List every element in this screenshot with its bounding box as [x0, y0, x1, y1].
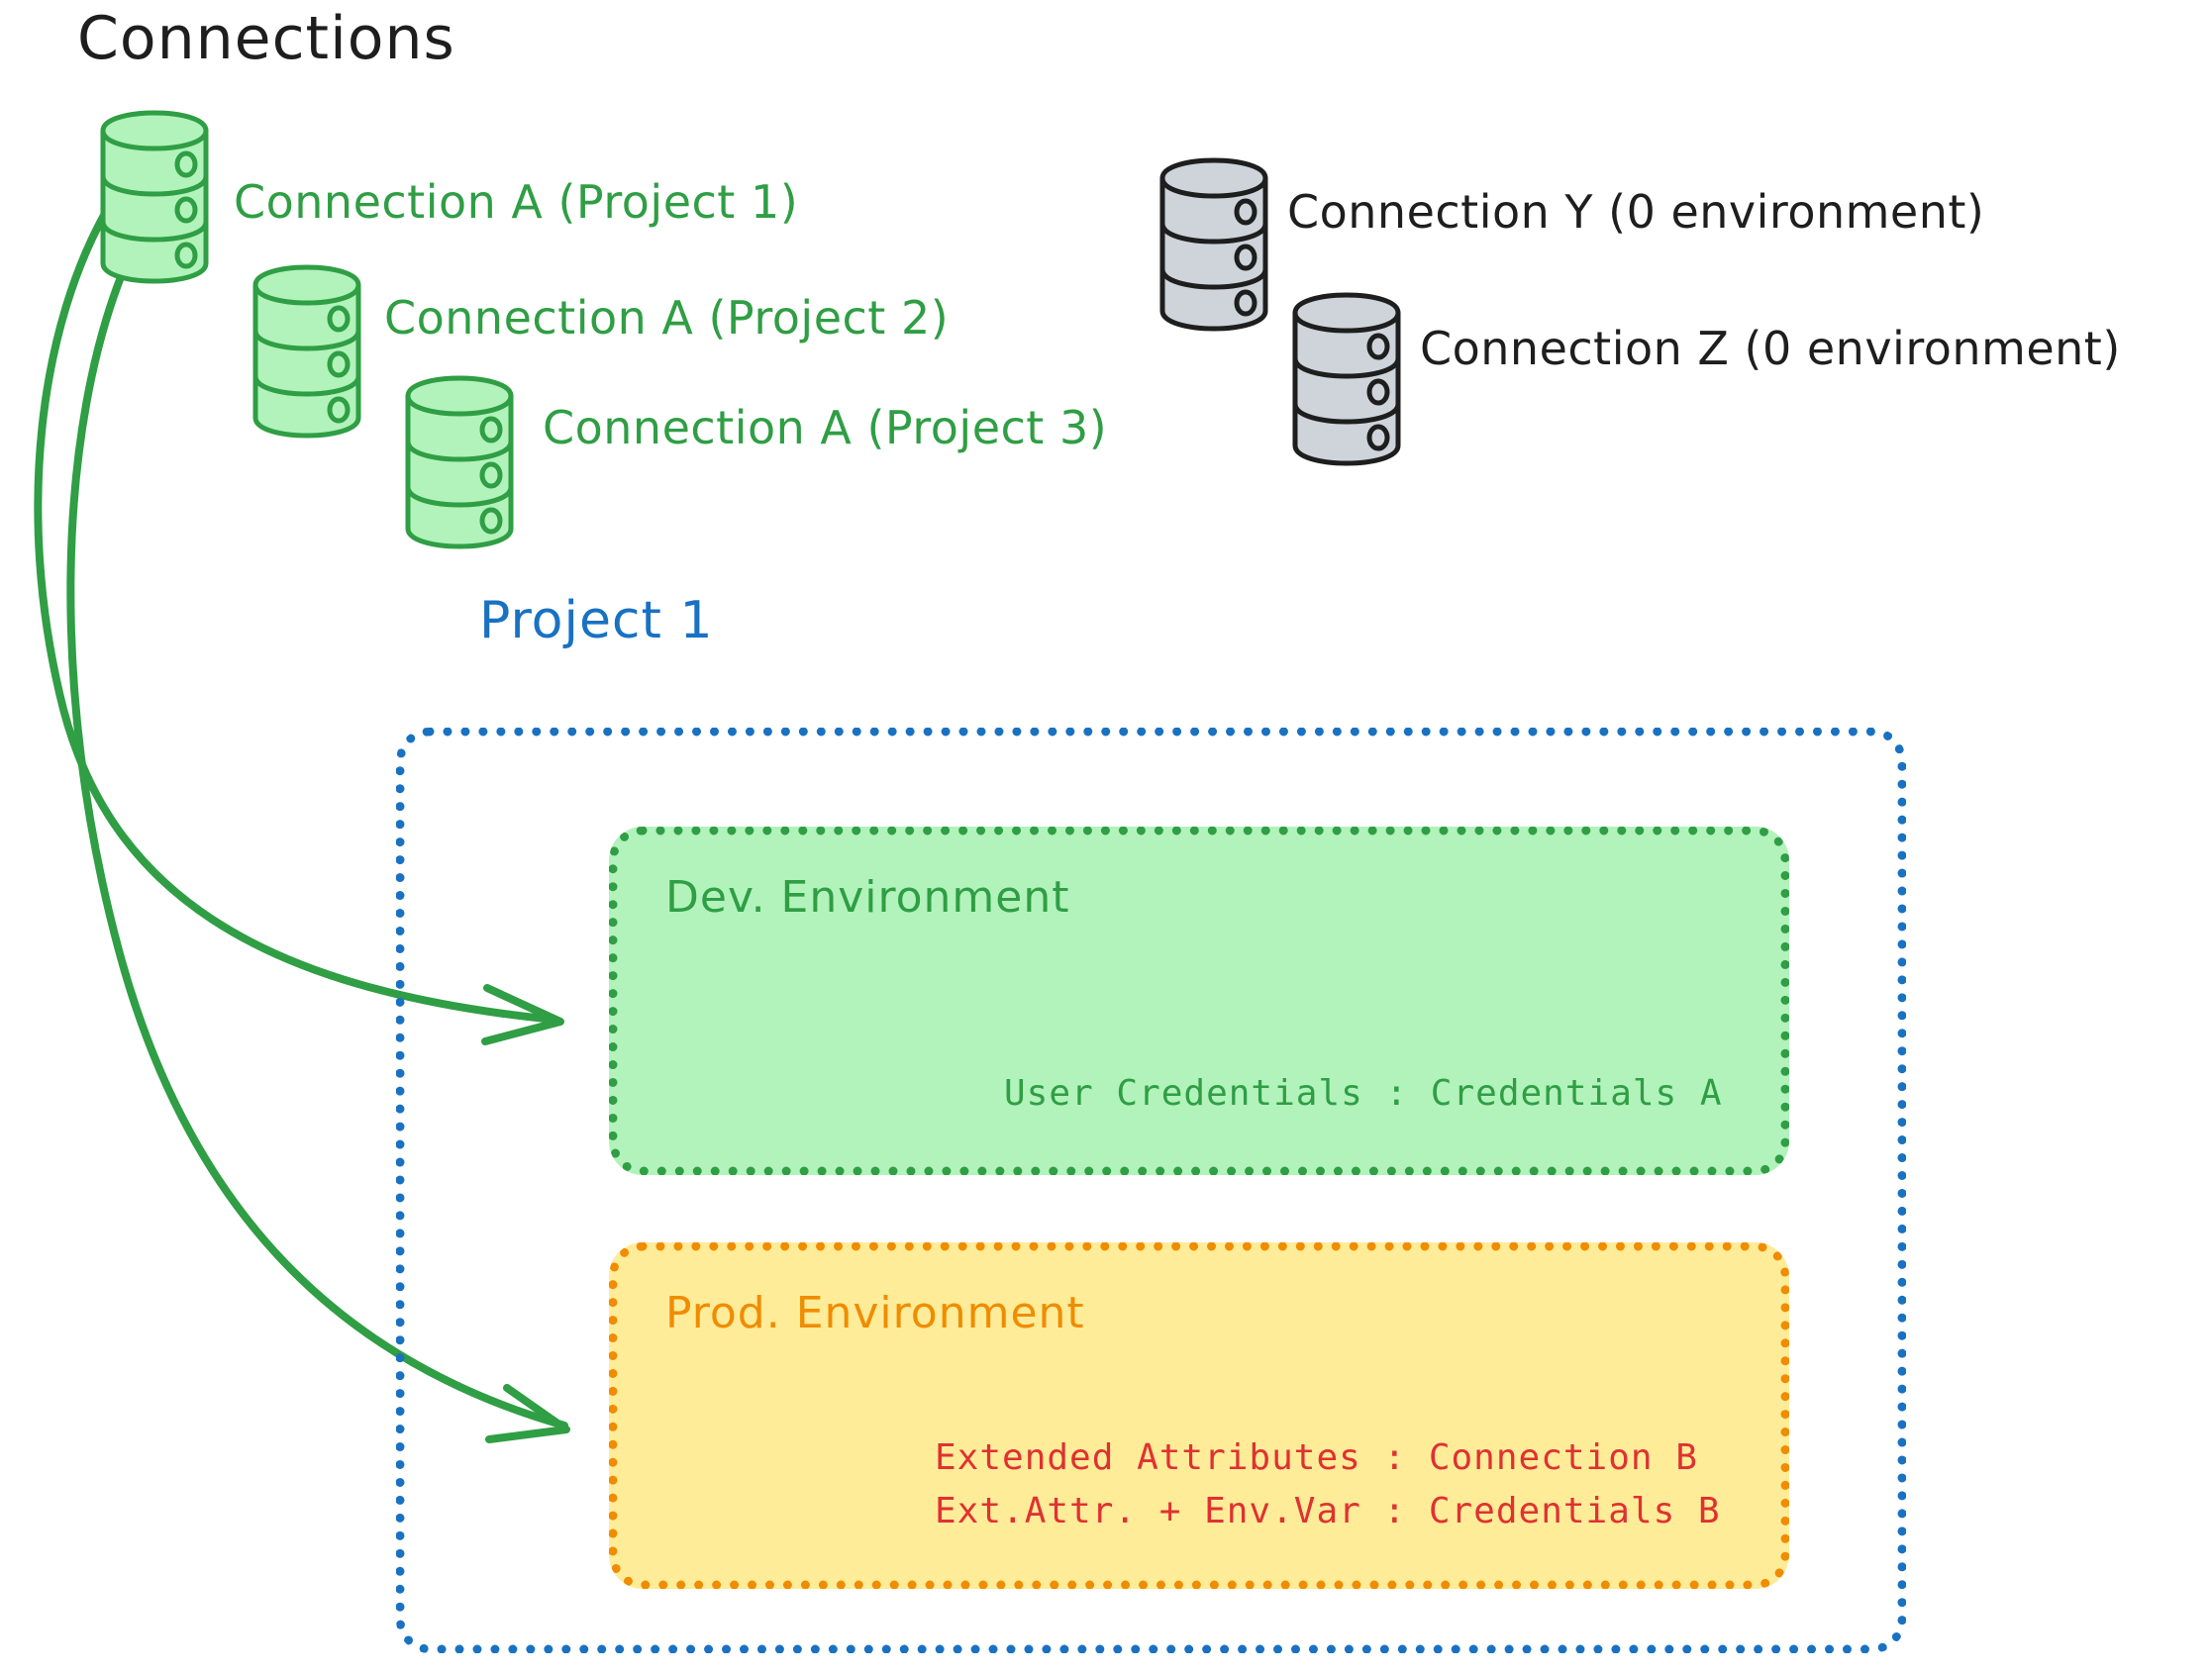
environment-box-prod[interactable]: Prod. Environment Extended Attributes : …: [609, 1242, 1789, 1589]
connection-label-conn-a-p2: Connection A (Project 2): [384, 291, 950, 345]
environment-line-prod-1: Ext.Attr. + Env.Var : Credentials B: [935, 1491, 1721, 1531]
environment-box-dev[interactable]: Dev. Environment User Credentials : Cred…: [609, 827, 1789, 1175]
arrow-to-prod-path: [66, 258, 568, 1429]
connection-label-conn-y: Connection Y (0 environment): [1287, 185, 1985, 239]
environment-line-dev-0: User Credentials : Credentials A: [1004, 1073, 1723, 1114]
page-title: Connections: [77, 4, 455, 73]
connection-label-conn-a-p1: Connection A (Project 1): [234, 175, 799, 229]
arrow-to-dev-path: [34, 199, 558, 1024]
project-label: Project 1: [479, 591, 714, 650]
database-icon-conn-a-p3[interactable]: [400, 368, 519, 556]
database-icon-conn-a-p2[interactable]: [248, 257, 366, 445]
arrow-to-dev-head: [481, 984, 564, 1045]
environment-title-dev: Dev. Environment: [665, 872, 1070, 923]
environment-title-prod: Prod. Environment: [665, 1288, 1085, 1338]
connection-label-conn-z: Connection Z (0 environment): [1420, 322, 2121, 375]
database-icon-conn-z[interactable]: [1287, 285, 1406, 473]
environment-line-prod-0: Extended Attributes : Connection B: [935, 1437, 1698, 1478]
project-container: [396, 728, 1906, 1653]
connection-label-conn-a-p3: Connection A (Project 3): [543, 401, 1108, 454]
arrow-to-prod-head: [485, 1384, 570, 1443]
database-icon-conn-a-p1[interactable]: [95, 103, 214, 291]
database-icon-conn-y[interactable]: [1155, 150, 1273, 339]
